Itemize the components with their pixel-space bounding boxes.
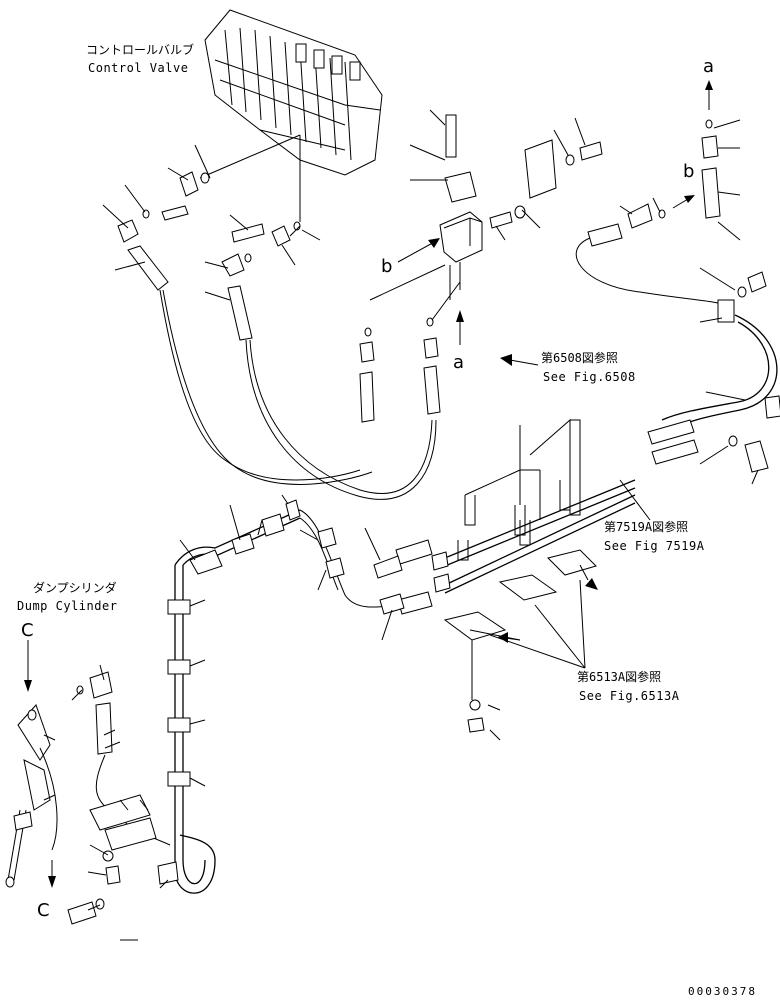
marker-b-left: b bbox=[381, 256, 393, 277]
flow-arrows bbox=[24, 80, 713, 888]
hose-routing-upper bbox=[159, 289, 437, 500]
ref-7519a-label-en: See Fig 7519A bbox=[604, 539, 705, 553]
dump-cylinder bbox=[5, 671, 179, 925]
ref-6508-label-en: See Fig.6508 bbox=[543, 370, 636, 384]
right-fittings bbox=[575, 119, 767, 323]
ref-6508-label-jp: 第6508図参照 bbox=[541, 351, 618, 365]
control-valve bbox=[204, 9, 383, 176]
parallel-pipes bbox=[395, 479, 636, 615]
left-pipe-run bbox=[167, 499, 405, 894]
left-fittings bbox=[117, 134, 301, 341]
u-bolt-clamps bbox=[457, 480, 581, 561]
leader-lines bbox=[43, 109, 759, 941]
ref-6513a-label-en: See Fig.6513A bbox=[579, 689, 680, 703]
ref-6513a-label-jp: 第6513A図参照 bbox=[577, 670, 662, 684]
control-valve-label-en: Control Valve bbox=[88, 61, 189, 75]
center-block bbox=[359, 114, 483, 423]
marker-a-mid: a bbox=[453, 352, 465, 373]
bracket-assembly bbox=[489, 139, 603, 229]
control-valve-label-jp: コントロールバルブ bbox=[86, 43, 195, 57]
support-plates bbox=[443, 549, 597, 733]
ref-7519a-label-jp: 第7519A図参照 bbox=[604, 520, 689, 534]
dump-cylinder-label-jp: ダンプシリンダ bbox=[33, 581, 117, 595]
marker-c-bottom: C bbox=[37, 900, 50, 921]
marker-c-top: C bbox=[21, 620, 34, 641]
dump-cylinder-label-en: Dump Cylinder bbox=[17, 599, 118, 613]
marker-b-right: b bbox=[683, 161, 695, 182]
document-number: 00030378 bbox=[688, 985, 757, 998]
marker-a-top: a bbox=[703, 56, 715, 77]
hose-loop-right bbox=[647, 314, 780, 473]
